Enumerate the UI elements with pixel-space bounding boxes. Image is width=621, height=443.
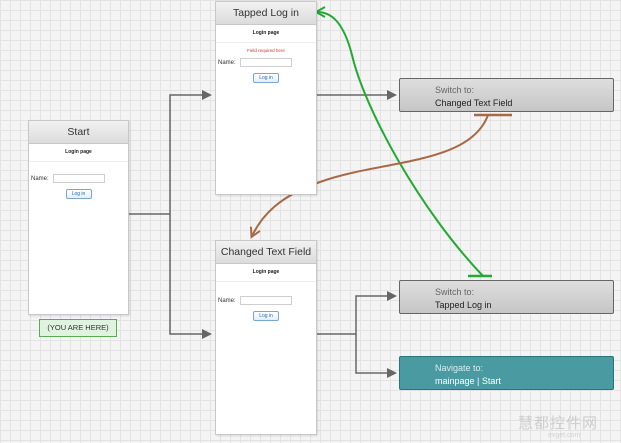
screen-tapped-login-login-button[interactable]: Log in	[253, 73, 279, 83]
start-to-tapped-connector	[129, 90, 212, 215]
changed-to-actions-connector	[317, 291, 397, 335]
screen-changed-text-field-name-row: Name:	[218, 296, 316, 305]
screen-start-login-button[interactable]: Log in	[65, 189, 92, 199]
screen-changed-text-field-name-label: Name:	[218, 297, 236, 304]
screen-start-name-input[interactable]	[52, 174, 105, 183]
you-are-here-badge: (YOU ARE HERE)	[39, 319, 117, 337]
start-to-changed-connector	[169, 214, 212, 339]
switch-to-changed-text-field-action[interactable]: Switch to: Changed Text Field	[399, 78, 614, 112]
changed-to-navigate-connector	[355, 334, 397, 378]
screen-changed-text-field-name-input[interactable]	[239, 296, 292, 305]
screen-changed-text-field-title: Changed Text Field	[216, 241, 316, 264]
brown-link-arrow	[252, 114, 489, 236]
screen-tapped-login-page-header: Login page	[216, 25, 316, 43]
screen-tapped-login-name-input[interactable]	[239, 58, 292, 67]
switch-to-tapped-login-label: Switch to:	[435, 287, 475, 297]
screen-start-page-header: Login page	[29, 144, 128, 162]
screen-tapped-login-name-label: Name:	[218, 59, 236, 66]
screen-tapped-login-name-row: Name:	[218, 58, 316, 67]
switch-to-tapped-login-action[interactable]: Switch to: Tapped Log in	[399, 280, 614, 314]
switch-to-tapped-login-target: Tapped Log in	[435, 300, 492, 310]
screen-tapped-login-error: Field required here	[247, 48, 285, 53]
screen-start-title: Start	[29, 121, 128, 144]
green-link-arrow	[317, 12, 484, 277]
screen-start-name-label: Name:	[31, 175, 49, 182]
switch-to-changed-text-field-label: Switch to:	[435, 85, 475, 95]
navigate-to-mainpage-action[interactable]: Navigate to: mainpage | Start	[399, 356, 614, 390]
watermark-text: 慧都控件网	[518, 415, 599, 432]
screen-changed-text-field[interactable]: Changed Text Field Login page Name: Log …	[215, 240, 317, 435]
screen-tapped-login-title: Tapped Log in	[216, 2, 316, 25]
screen-start-name-row: Name:	[31, 174, 128, 183]
watermark-subtext: evget.com	[548, 432, 581, 439]
screen-start[interactable]: Start Login page Name: Log in	[28, 120, 129, 315]
switch-to-changed-text-field-target: Changed Text Field	[435, 98, 513, 108]
screen-tapped-login[interactable]: Tapped Log in Login page Field required …	[215, 1, 317, 195]
screen-changed-text-field-page-header: Login page	[216, 264, 316, 282]
screen-changed-text-field-login-button[interactable]: Log in	[253, 311, 279, 321]
navigate-to-mainpage-label: Navigate to:	[435, 363, 484, 373]
navigate-to-mainpage-target: mainpage | Start	[435, 376, 501, 386]
